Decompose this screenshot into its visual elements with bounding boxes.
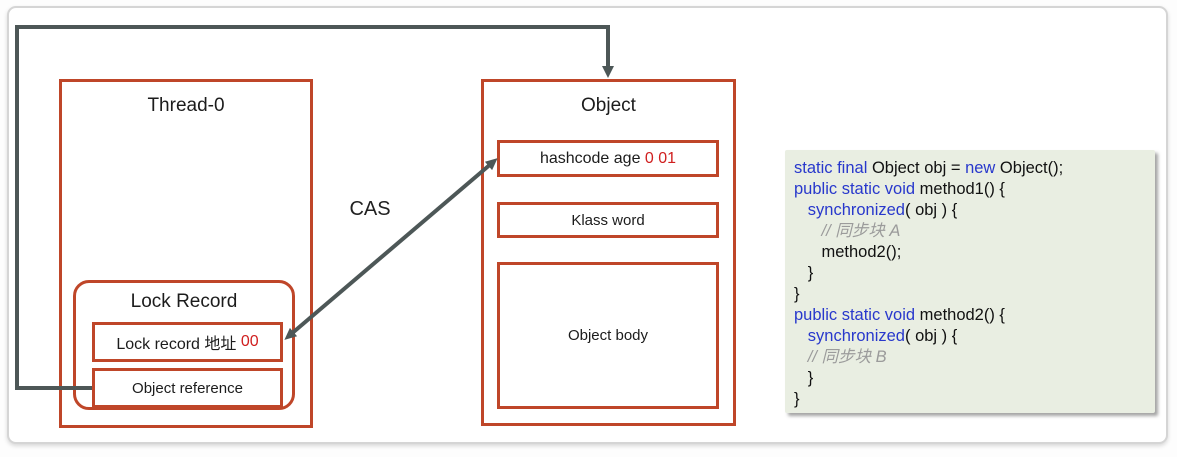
- code-line: public static void method1() {: [794, 180, 1005, 198]
- code-line: }: [794, 369, 814, 387]
- object-box-title: Object: [581, 95, 636, 116]
- lock-record-address-row: Lock record 地址 00: [92, 322, 283, 362]
- code-line: synchronized( obj ) {: [807, 327, 958, 345]
- code-block: static final Object obj = new Object(); p…: [785, 150, 1155, 413]
- code-line: public static void method2() {: [794, 306, 1005, 324]
- code-line: }: [794, 285, 800, 303]
- klass-word-label: Klass word: [571, 211, 645, 229]
- code-line: static final Object obj = new Object();: [794, 159, 1064, 177]
- object-body-label: Object body: [567, 327, 649, 344]
- lock-record-title: Lock Record: [130, 291, 238, 312]
- code-lines: static final Object obj = new Object(); p…: [794, 158, 1155, 410]
- object-body-row: Object body: [497, 262, 719, 409]
- code-line: }: [794, 264, 814, 282]
- code-line: synchronized( obj ) {: [807, 201, 958, 219]
- mark-word-row: hashcode age 0 01: [497, 140, 719, 177]
- object-reference-label: Object reference: [132, 379, 243, 397]
- code-line: }: [794, 390, 800, 408]
- mark-word-value: 0 01: [644, 149, 677, 167]
- thread-box-title: Thread-0: [147, 95, 225, 116]
- object-reference-row: Object reference: [92, 368, 283, 408]
- cas-label: CAS: [349, 198, 391, 220]
- lock-record-address-value: 00: [240, 333, 259, 350]
- klass-word-row: Klass word: [497, 202, 719, 238]
- mark-word-label: hashcode age: [539, 149, 645, 167]
- lock-record-address-label: Lock record 地址: [116, 336, 241, 353]
- code-line: // 同步块 B: [794, 348, 887, 366]
- code-line: method2();: [794, 243, 902, 261]
- code-line: // 同步块 A: [794, 222, 901, 240]
